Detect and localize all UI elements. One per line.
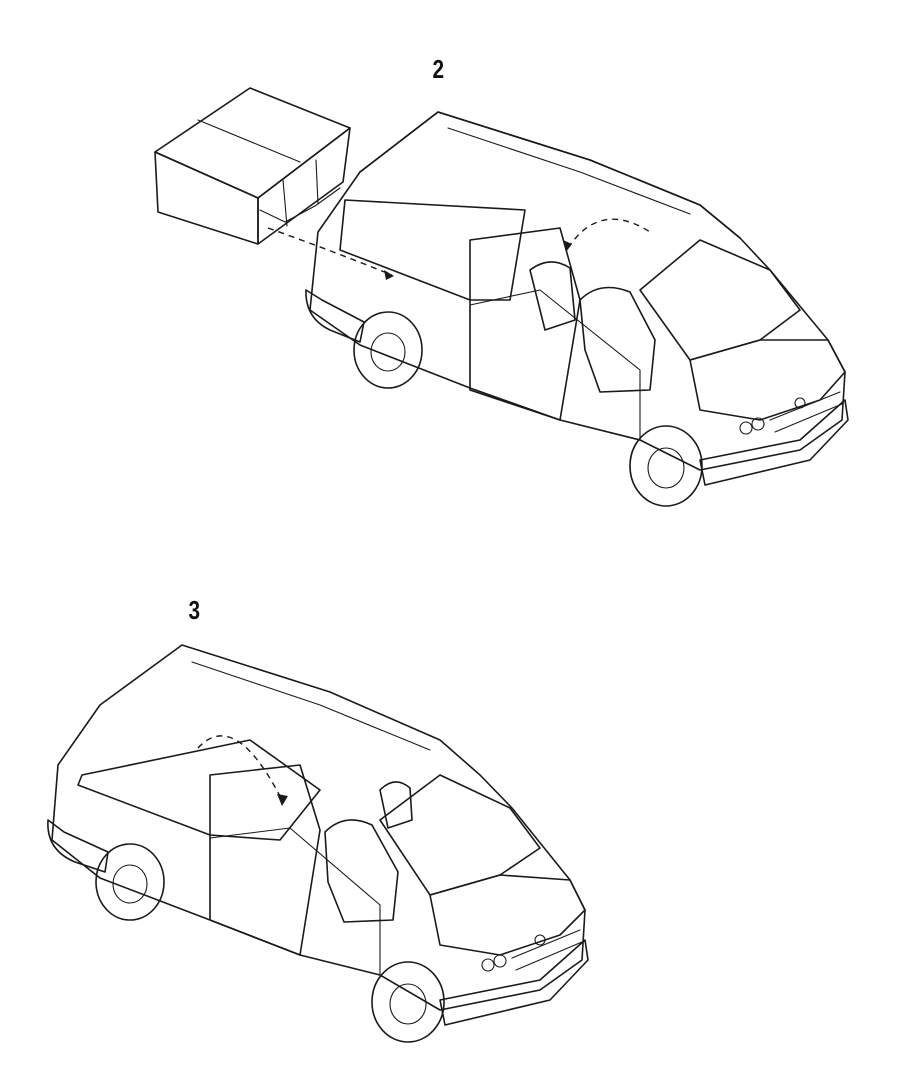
wheel-front: [629, 425, 703, 507]
bed-module-box: [154, 87, 351, 245]
dashed-curved-arrow-icon: [197, 735, 288, 806]
wheel-rear: [95, 843, 165, 921]
step-3-illustration: [47, 644, 589, 1043]
wheel-front: [371, 961, 445, 1043]
step-2-label: 2: [432, 54, 445, 84]
step-3-label: 3: [188, 595, 201, 625]
wheel-rear: [353, 311, 423, 389]
dashed-arrow-icon: [267, 227, 394, 280]
dashed-curved-arrow-icon: [563, 218, 651, 252]
van-step-3: [47, 644, 589, 1043]
van-step-2: [305, 111, 849, 507]
step-2-illustration: [154, 87, 849, 507]
